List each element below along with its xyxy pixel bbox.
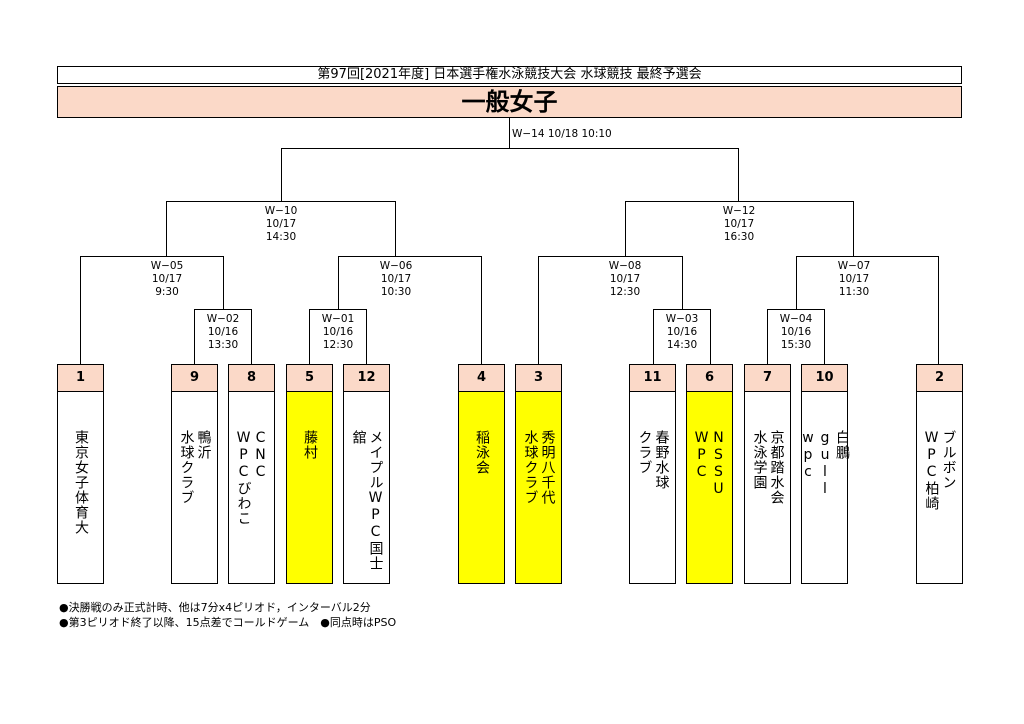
bracket-line (509, 118, 510, 148)
bracket-line (281, 148, 739, 149)
team-box: 鴨沂 水球クラブ (171, 392, 218, 584)
team-box: 京都踏水会 水泳学園 (744, 392, 791, 584)
team-name: 春野水球 クラブ (636, 430, 670, 490)
match-label-w01: W−01 10/16 12:30 (321, 313, 355, 351)
match-label-w02: W−02 10/16 13:30 (206, 313, 240, 351)
team-box: NSSU WPC (686, 392, 733, 584)
match-label-w03: W−03 10/16 14:30 (665, 313, 699, 351)
team-name: 鴨沂 水球クラブ (178, 430, 212, 505)
bracket-line (853, 201, 854, 256)
team-box: 東京女子体育大 (57, 392, 104, 584)
bracket-line (309, 309, 310, 364)
bracket-line (80, 256, 224, 257)
bracket-line (767, 309, 768, 364)
bracket-line (824, 309, 825, 364)
seed-number: 8 (228, 364, 275, 392)
team-name: CNC WPCびわこ (235, 430, 269, 526)
bracket-line (166, 201, 396, 202)
bracket-line (682, 256, 683, 309)
bracket-line (194, 309, 252, 310)
team-name: 東京女子体育大 (73, 430, 89, 535)
bracket-line (338, 256, 482, 257)
bracket-line (653, 309, 711, 310)
seed-number: 11 (629, 364, 676, 392)
bracket-line (625, 201, 626, 256)
team-name: 藤村 (302, 430, 318, 460)
team-box: 藤村 (286, 392, 333, 584)
team-name: 白鵬 gull wpc (800, 430, 850, 498)
match-label-w04: W−04 10/16 15:30 (779, 313, 813, 351)
seed-number: 7 (744, 364, 791, 392)
bracket-line (194, 309, 195, 364)
note-line: ●第3ピリオド終了以降、15点差でコールドゲーム ●同点時はPSO (59, 616, 397, 629)
bracket-line (338, 256, 339, 309)
team-box: メイプルWPC国士舘 (343, 392, 390, 584)
bracket-line (653, 309, 654, 364)
team-name: ブルボン WPC柏崎 (923, 430, 957, 511)
seed-number: 6 (686, 364, 733, 392)
bracket-line (80, 256, 81, 364)
match-label-w05: W−05 10/17 9:30 (150, 260, 184, 298)
bracket-line (538, 256, 683, 257)
note-line: ●決勝戦のみ正式計時、他は7分x4ピリオド，インターバル2分 (59, 601, 371, 614)
bracket-line (251, 309, 252, 364)
team-box: ブルボン WPC柏崎 (916, 392, 963, 584)
team-box: 春野水球 クラブ (629, 392, 676, 584)
bracket-line (767, 309, 825, 310)
bracket-line (738, 148, 739, 201)
bracket-line (223, 256, 224, 309)
match-label-w12: W−12 10/17 16:30 (722, 205, 756, 243)
category-title: 一般女子 (57, 86, 962, 118)
seed-number: 3 (515, 364, 562, 392)
match-label-w10: W−10 10/17 14:30 (264, 205, 298, 243)
team-box: 秀明八千代 水球クラブ (515, 392, 562, 584)
tournament-title: 第97回[2021年度] 日本選手権水泳競技大会 水球競技 最終予選会 (57, 66, 962, 84)
bracket-line (481, 256, 482, 364)
team-name: NSSU WPC (693, 430, 727, 498)
match-label-w08: W−08 10/17 12:30 (608, 260, 642, 298)
bracket-line (938, 256, 939, 364)
team-name: 京都踏水会 水泳学園 (751, 430, 785, 505)
seed-number: 1 (57, 364, 104, 392)
bracket-line (166, 201, 167, 256)
bracket-line (538, 256, 539, 364)
bracket-line (366, 309, 367, 364)
team-name: メイプルWPC国士舘 (350, 430, 384, 571)
team-box: 白鵬 gull wpc (800, 392, 850, 584)
seed-number: 2 (916, 364, 963, 392)
match-label-w07: W−07 10/17 11:30 (837, 260, 871, 298)
team-name: 稲泳会 (474, 430, 490, 475)
bracket-line (395, 201, 396, 256)
team-box: CNC WPCびわこ (228, 392, 275, 584)
bracket-line (281, 148, 282, 201)
match-label-w14: W−14 10/18 10:10 (512, 128, 612, 140)
bracket-line (309, 309, 367, 310)
match-label-w06: W−06 10/17 10:30 (379, 260, 413, 298)
seed-number: 4 (458, 364, 505, 392)
bracket-line (625, 201, 854, 202)
seed-number: 12 (343, 364, 390, 392)
bracket-line (710, 309, 711, 364)
rules-notes: ●決勝戦のみ正式計時、他は7分x4ピリオド，インターバル2分 ●第3ピリオド終了… (59, 600, 396, 630)
seed-number: 10 (801, 364, 848, 392)
seed-number: 9 (171, 364, 218, 392)
team-box: 稲泳会 (458, 392, 505, 584)
bracket-line (796, 256, 939, 257)
bracket-line (796, 256, 797, 309)
team-name: 秀明八千代 水球クラブ (522, 430, 556, 505)
seed-number: 5 (286, 364, 333, 392)
